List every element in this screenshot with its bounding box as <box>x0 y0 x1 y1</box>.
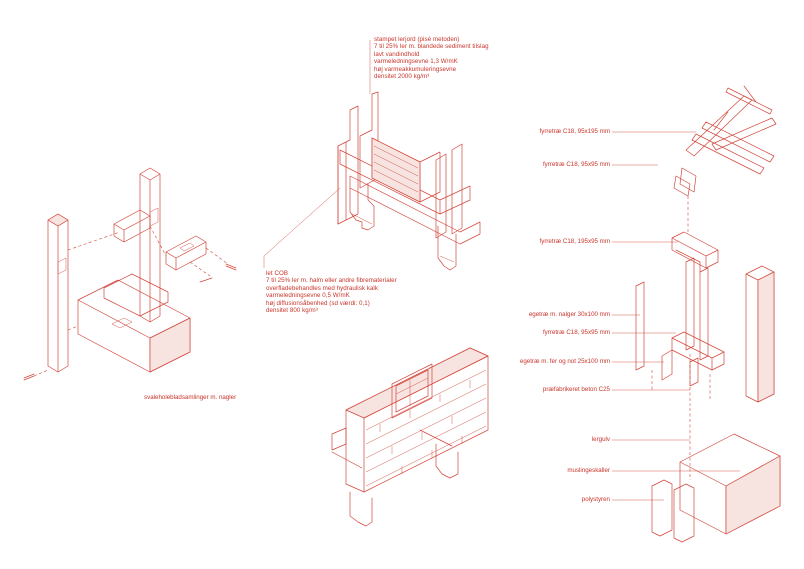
label-pine-95x95-lower: fyrretræ C18, 95x95 mm <box>542 329 610 336</box>
note-line: varmeledningsevne 1,3 W/mK <box>374 58 458 66</box>
note-line: overfladebehandles med hydraulisk kalk <box>266 284 378 292</box>
shell-fill-face <box>725 455 781 535</box>
note-line: densitet 800 kg/m³ <box>266 307 318 315</box>
note-line: lavt vandindhold <box>374 50 420 58</box>
dovetail-joint-assembly <box>23 167 237 381</box>
label-pine-195x95: fyrretræ C18, 195x95 mm <box>539 238 611 245</box>
label-pine-95x195: fyrretræ C18, 95x195 mm <box>539 128 611 135</box>
label-pine-95x95-upper: fyrretræ C18, 95x95 mm <box>542 161 610 168</box>
label-polystyrene: polystyren <box>581 496 610 503</box>
rammed-earth-note: stampet lerjord (pisé metoden)7 til 25% … <box>374 36 489 80</box>
label-mussel-shells: muslingeskaller <box>567 467 610 474</box>
label-precast-concrete: præfabrikeret beton C25 <box>542 386 610 393</box>
leader-lines <box>263 40 740 501</box>
label-oak-tongue-groove: egetræ m. fer og not 25x100 mm <box>519 358 610 365</box>
note-line: høj varmeakkumuleringsevne <box>374 65 457 73</box>
note-line: stampet lerjord (pisé metoden) <box>374 36 460 43</box>
note-line: høj diffusionsåbenhed (sd værdi: 0,1) <box>266 299 370 307</box>
side-panel-texture <box>757 271 775 403</box>
label-oak-nails: egetræ m. nalger 30x100 mm <box>528 311 610 318</box>
exploded-assembly <box>635 85 781 543</box>
note-line: let COB <box>266 270 289 277</box>
note-line: varmeledningsevne 0,5 W/mK <box>266 292 350 300</box>
rammed-earth-wall-face <box>371 137 421 203</box>
dovetail-joint-caption: svaleholebladsamlinger m. nagler <box>144 394 237 401</box>
note-line: 7 til 25% ler m. halm eller andre fibrem… <box>266 277 397 285</box>
note-line: 7 til 25% ler m. blandede sediment tilsl… <box>374 43 489 51</box>
label-clay-floor: lergulv <box>591 436 610 443</box>
light-cob-wall <box>331 347 489 527</box>
note-line: densitet 2000 kg/m³ <box>374 73 430 81</box>
beam-end-grain <box>149 317 191 373</box>
rammed-earth-frame <box>337 91 481 271</box>
post-end-grain-left <box>47 213 69 227</box>
